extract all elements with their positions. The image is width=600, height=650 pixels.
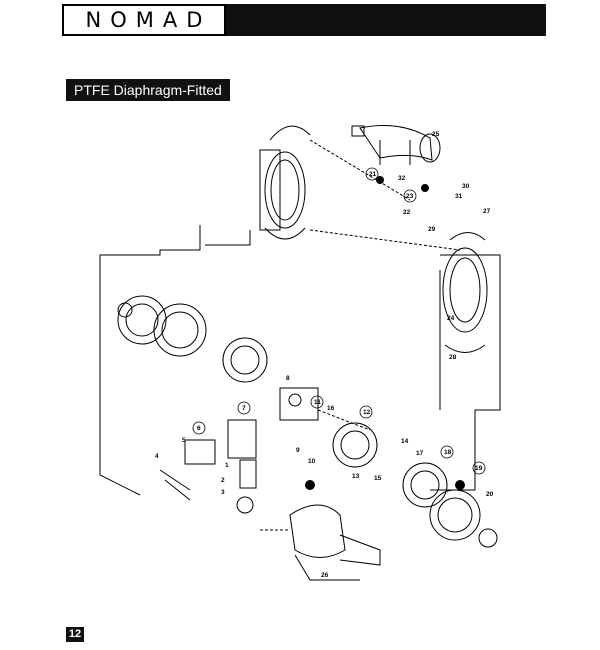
- label-2: 2: [221, 477, 225, 484]
- label-6: 6: [197, 425, 201, 432]
- label-10: 10: [308, 458, 316, 465]
- label-11: 11: [314, 399, 321, 406]
- label-23: 23: [406, 193, 414, 200]
- label-4: 4: [155, 453, 159, 460]
- label-28: 28: [449, 354, 457, 361]
- label-22: 22: [403, 209, 411, 216]
- label-14: 14: [401, 438, 409, 445]
- brand-logo: NOMAD: [62, 4, 226, 36]
- header: NOMAD: [62, 4, 546, 38]
- exploded-parts-diagram: 1 2 3 4 5 6 7 8 9 10 11 12 13 14 15 16 1…: [80, 110, 530, 590]
- label-21: 21: [369, 171, 377, 178]
- label-20: 20: [486, 491, 494, 498]
- label-15: 15: [374, 475, 382, 482]
- label-13: 13: [352, 473, 360, 480]
- label-9: 9: [296, 447, 300, 454]
- section-title: PTFE Diaphragm-Fitted: [66, 79, 230, 101]
- exploded-view-drawing: 1 2 3 4 5 6 7 8 9 10 11 12 13 14 15 16 1…: [99, 125, 501, 581]
- label-26: 26: [321, 572, 329, 579]
- label-31: 31: [455, 193, 463, 200]
- label-12: 12: [363, 409, 371, 416]
- label-17: 17: [416, 450, 424, 457]
- label-8: 8: [286, 375, 290, 382]
- logo-text: NOMAD: [85, 8, 212, 32]
- label-5: 5: [182, 437, 186, 444]
- label-30: 30: [462, 183, 470, 190]
- label-27: 27: [483, 208, 491, 215]
- circled-callouts: [192, 167, 486, 475]
- header-bar: [226, 4, 546, 36]
- label-3: 3: [221, 489, 225, 496]
- label-29: 29: [428, 226, 436, 233]
- label-1: 1: [225, 462, 229, 469]
- page-number: 12: [66, 627, 84, 642]
- label-7: 7: [242, 405, 246, 412]
- label-32: 32: [398, 175, 406, 182]
- label-18: 18: [444, 449, 452, 456]
- label-25: 25: [432, 131, 440, 138]
- label-16: 16: [327, 405, 335, 412]
- label-19: 19: [475, 465, 483, 472]
- label-24: 24: [447, 315, 455, 322]
